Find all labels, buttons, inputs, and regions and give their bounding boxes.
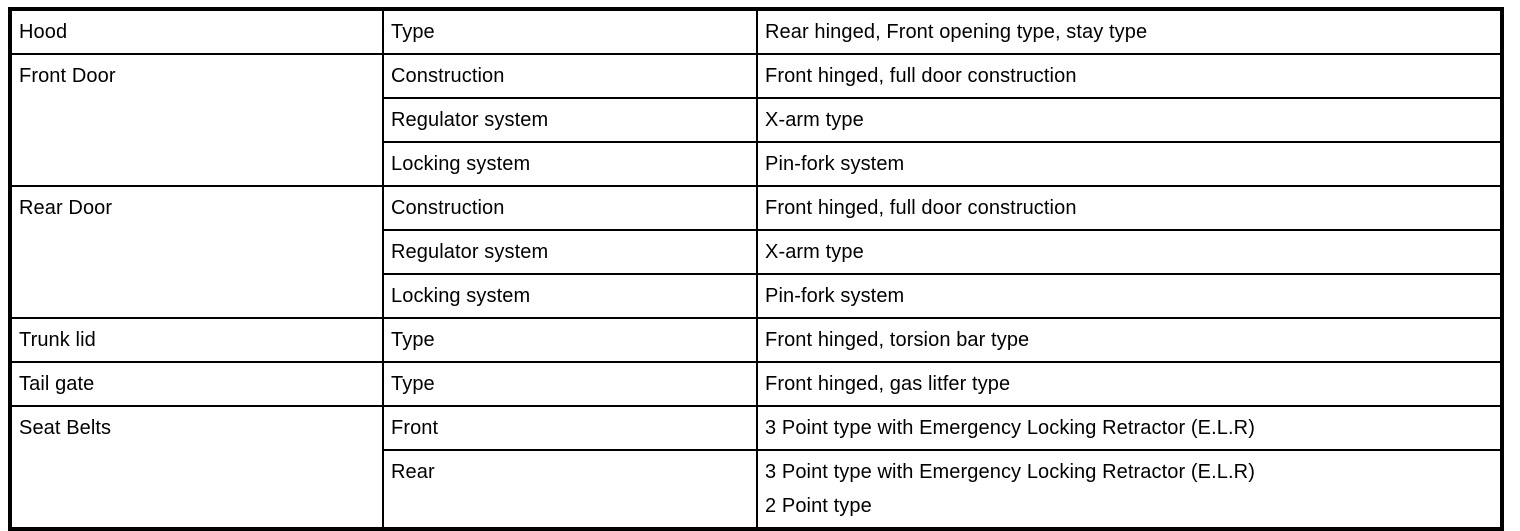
value-cell: Pin-fork system xyxy=(756,141,1503,187)
component-cell: Rear Door xyxy=(9,185,384,319)
attribute-cell: Rear xyxy=(382,449,758,530)
component-cell: Tail gate xyxy=(9,361,384,407)
value-cell: Pin-fork system xyxy=(756,273,1503,319)
component-cell: Hood xyxy=(9,8,384,55)
value-cell: X-arm type xyxy=(756,97,1503,143)
attribute-cell: Type xyxy=(382,8,758,55)
value-cell: Front hinged, full door construction xyxy=(756,185,1503,231)
value-cell: Front hinged, gas litfer type xyxy=(756,361,1503,407)
attribute-cell: Regulator system xyxy=(382,229,758,275)
attribute-cell: Locking system xyxy=(382,141,758,187)
attribute-cell: Construction xyxy=(382,185,758,231)
value-cell: 3 Point type with Emergency Locking Retr… xyxy=(756,405,1503,451)
attribute-cell: Locking system xyxy=(382,273,758,319)
component-cell: Seat Belts xyxy=(9,405,384,530)
value-cell: Front hinged, full door construction xyxy=(756,53,1503,99)
value-cell: 3 Point type with Emergency Locking Retr… xyxy=(756,449,1503,530)
attribute-cell: Type xyxy=(382,317,758,363)
component-cell: Trunk lid xyxy=(9,317,384,363)
attribute-cell: Regulator system xyxy=(382,97,758,143)
value-cell: Rear hinged, Front opening type, stay ty… xyxy=(756,8,1503,55)
attribute-cell: Construction xyxy=(382,53,758,99)
component-cell: Front Door xyxy=(9,53,384,187)
attribute-cell: Type xyxy=(382,361,758,407)
attribute-cell: Front xyxy=(382,405,758,451)
value-cell: X-arm type xyxy=(756,229,1503,275)
value-cell: Front hinged, torsion bar type xyxy=(756,317,1503,363)
